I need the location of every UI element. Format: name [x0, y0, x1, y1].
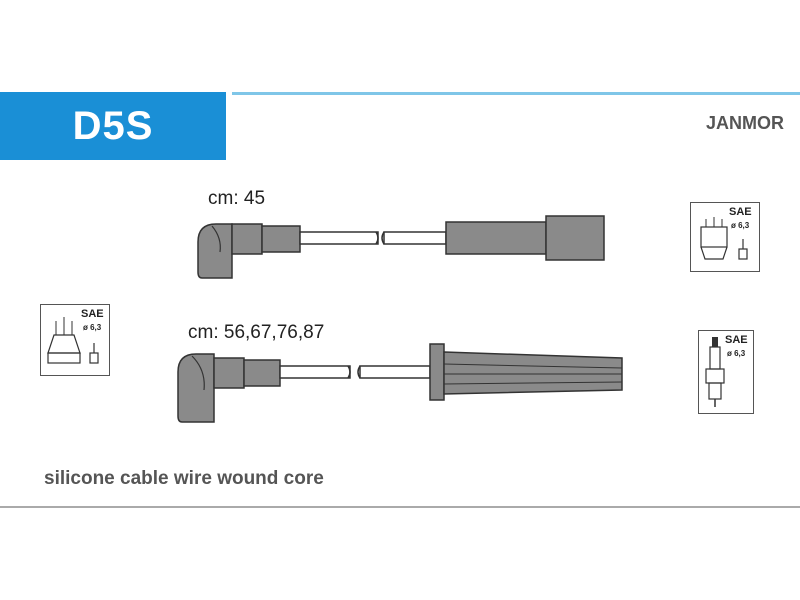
distributor-cap-icon [700, 217, 748, 260]
diameter-label: ø 6,3 [83, 323, 102, 332]
sae-label: SAE [729, 206, 752, 218]
cable-bottom-angled-boot [177, 353, 215, 423]
cable-top-drawing [197, 215, 605, 279]
distributor-connector-top: SAE ø 6,3 [690, 202, 760, 272]
cable-top-straight-boot [445, 221, 547, 255]
cable-bottom-boot-neck [243, 359, 281, 387]
product-code-banner [0, 92, 226, 160]
cable-bottom-drawing [177, 343, 623, 423]
diameter-label: ø 6,3 [727, 349, 746, 358]
spark-plug-connector: SAE ø 6,3 [698, 330, 754, 414]
brand-name: JANMOR [705, 113, 784, 133]
cable-top-boot-collar [231, 223, 263, 255]
cable-bottom-boot-flange [429, 343, 445, 401]
cable-top-straight-boot-end [545, 215, 605, 261]
sae-label: SAE [81, 308, 104, 320]
distributor-cap-icon [47, 317, 99, 364]
cable-top-length: cm: 45 [208, 188, 266, 209]
cable-top-wire-right [383, 231, 447, 245]
spark-plug-icon [705, 337, 725, 407]
cable-bottom-long-boot [443, 351, 623, 395]
cable-top-boot-neck [261, 225, 301, 253]
footer-rule [0, 506, 800, 508]
cable-bottom-length: cm: 56,67,76,87 [188, 322, 325, 343]
product-code: D5S [72, 104, 154, 148]
cable-top-angled-boot [197, 223, 233, 279]
sae-label: SAE [725, 334, 748, 346]
header-rule [232, 92, 800, 95]
distributor-connector-left: SAE ø 6,3 [40, 304, 110, 376]
cable-bottom-boot-collar [213, 357, 245, 389]
diameter-label: ø 6,3 [731, 221, 750, 230]
cable-bottom-wire-right [359, 365, 431, 379]
cable-bottom-wire-left [279, 365, 351, 379]
cable-description: silicone cable wire wound core [44, 468, 324, 489]
cable-top-wire-left [299, 231, 379, 245]
